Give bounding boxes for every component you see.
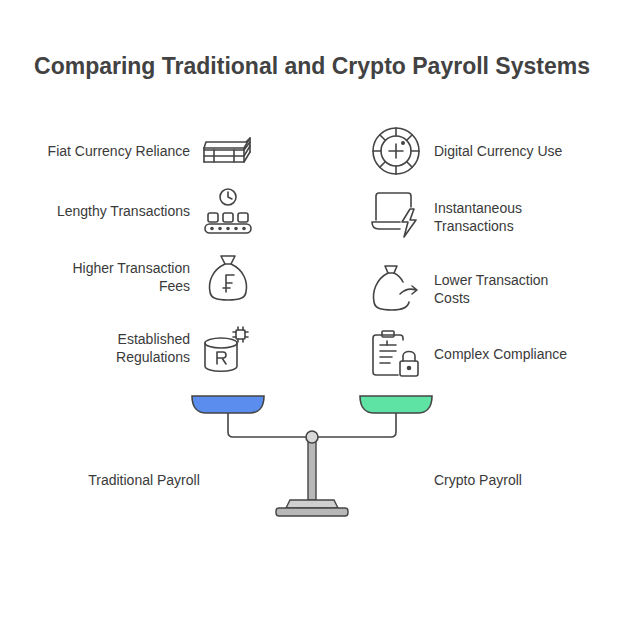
feature-label: Digital Currency Use <box>434 142 604 160</box>
balance-scale <box>192 396 432 516</box>
money-bag-icon <box>210 256 247 300</box>
feature-label: Established Regulations <box>90 330 190 366</box>
clipboard-lock-icon <box>373 331 418 376</box>
side-caption: Crypto Payroll <box>434 471 604 489</box>
database-icon <box>205 327 248 371</box>
laptop-icon <box>372 193 416 237</box>
diagram-title: Comparing Traditional and Crypto Payroll… <box>0 53 624 80</box>
bag-arrow-icon <box>374 266 417 310</box>
feature-label: Complex Compliance <box>434 345 604 363</box>
feature-label: Lower Transaction Costs <box>434 271 569 307</box>
bills-icon <box>204 138 250 162</box>
feature-label: Instantaneous Transactions <box>434 199 554 235</box>
feature-label: Higher Transaction Fees <box>55 259 190 295</box>
side-caption: Traditional Payroll <box>59 471 229 489</box>
coin-icon <box>373 128 419 174</box>
feature-label: Lengthy Transactions <box>20 202 190 220</box>
conveyor-icon <box>205 189 251 233</box>
feature-label: Fiat Currency Reliance <box>20 142 190 160</box>
